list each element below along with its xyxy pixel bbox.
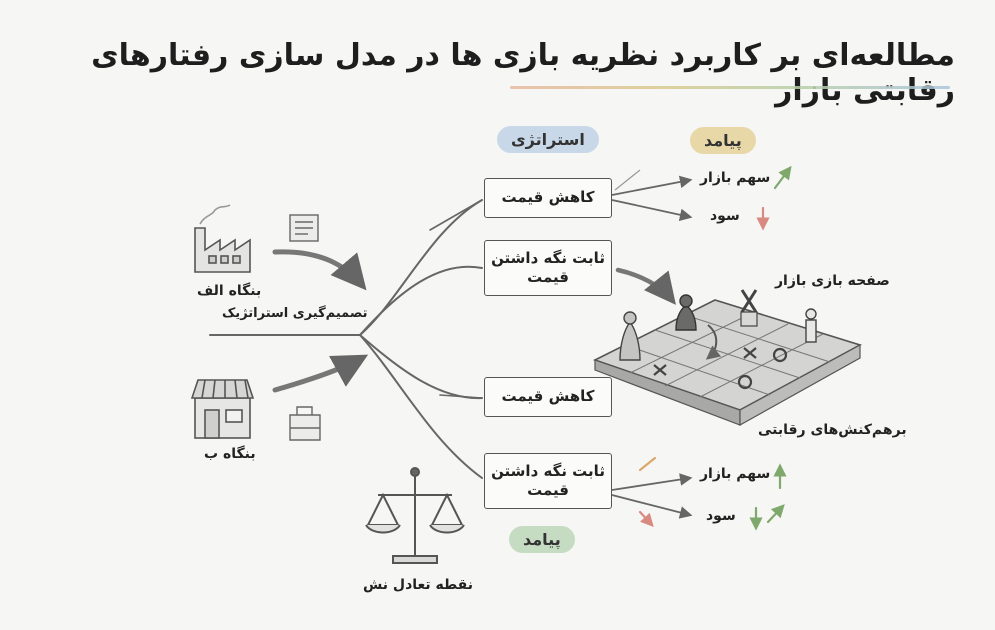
strategy-box-bottom-keep: ثابت نگه داشتن قیمت (484, 453, 612, 509)
strategy-box-top-cut: کاهش قیمت (484, 178, 612, 218)
outcome-top-profit: سود (710, 208, 740, 224)
strategy-bottom-cut-text: کاهش قیمت (501, 387, 595, 406)
strategy-box-bottom-cut: کاهش قیمت (484, 377, 612, 417)
firm-b-label: بنگاه ب (204, 446, 256, 462)
outcome-bottom-profit: سود (706, 508, 736, 524)
outcome-bottom-market-share: سهم بازار (700, 466, 771, 482)
strategy-tag: استراتژی (497, 126, 599, 153)
strategy-top-cut-text: کاهش قیمت (501, 188, 595, 207)
firm-arrows (272, 249, 369, 393)
trend-arrows (638, 165, 792, 531)
shop-icon (190, 379, 255, 439)
strategy-top-keep-line1: ثابت نگه داشتن (491, 248, 605, 267)
outcome-tag-top: پیامد (690, 127, 756, 154)
page-title: مطالعه‌ای بر کاربرد نظریه بازی ها در مدل… (91, 38, 955, 108)
game-board-icon (592, 289, 863, 427)
document-icon (289, 214, 319, 242)
strategy-bottom-keep-line1: ثابت نگه داشتن (491, 461, 605, 480)
outcome-arrows-top (611, 169, 693, 222)
firm-a-label: بنگاه الف (197, 283, 262, 299)
strategy-bottom-keep-line2: قیمت (527, 481, 569, 499)
board-caption: برهم‌کنش‌های رقابتی (758, 422, 907, 438)
strategy-box-top-keep: ثابت نگه داشتن قیمت (484, 240, 612, 296)
strategy-top-keep-line2: قیمت (527, 268, 569, 286)
board-title: صفحه بازی بازار (775, 273, 890, 289)
balance-scale-icon (365, 467, 465, 564)
title-underline (510, 86, 950, 89)
decision-tree-lines (209, 199, 483, 479)
nash-equilibrium-label: نقطه تعادل نش (363, 577, 474, 593)
outcome-arrows-bottom (611, 473, 693, 519)
strategic-decision-label: تصمیم‌گیری استراتژیک (222, 306, 368, 321)
crate-icon (289, 406, 321, 441)
board-arrow (615, 267, 676, 305)
factory-icon (194, 204, 251, 273)
outcome-top-market-share: سهم بازار (700, 170, 771, 186)
outcome-tag-bottom: پیامد (509, 526, 575, 553)
